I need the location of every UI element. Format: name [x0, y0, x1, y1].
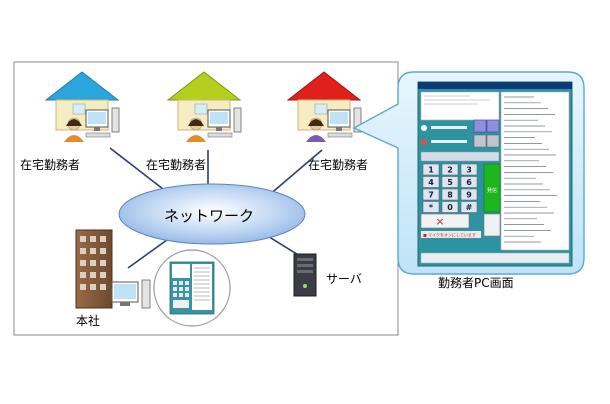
keypad-key-label: 7: [428, 191, 434, 200]
keypad-key-label: 5: [447, 178, 453, 187]
keypad-key[interactable]: [441, 176, 459, 188]
keypad: 1 2 3 4 5 6 7 8 9 * 0 #: [422, 163, 478, 213]
keypad-key-label: 0: [447, 203, 453, 212]
keypad-key[interactable]: [422, 188, 440, 201]
home-worker-2-label: 在宅勤務者: [146, 158, 207, 172]
volume-slider[interactable]: [431, 126, 467, 129]
server: [293, 253, 317, 297]
headquarters-label: 本社: [76, 314, 101, 328]
keypad-key[interactable]: [460, 201, 478, 213]
keypad-key-label: 4: [428, 178, 434, 187]
keypad-key[interactable]: [422, 176, 440, 188]
keypad-key[interactable]: [422, 163, 440, 176]
home-worker-3-label: 在宅勤務者: [308, 158, 369, 172]
keypad-key[interactable]: [441, 201, 459, 213]
keypad-key[interactable]: [460, 176, 478, 188]
contact-list: [500, 91, 570, 251]
nav-arrows: [473, 119, 500, 148]
keypad-key-label: 3: [466, 166, 472, 175]
keypad-key-label: *: [429, 203, 434, 212]
end-call-button[interactable]: [420, 213, 470, 229]
home-worker-1: [44, 71, 120, 142]
zoom-circle: [153, 249, 231, 327]
home-worker-1-label: 在宅勤務者: [20, 158, 81, 172]
keypad-key-label: 2: [447, 166, 453, 175]
side-button[interactable]: [483, 213, 501, 237]
keypad-key[interactable]: [422, 201, 440, 213]
keypad-key[interactable]: [460, 163, 478, 176]
green-call-button-label: 発信: [487, 187, 497, 194]
connection-lines: [109, 147, 323, 269]
link-home-worker-1: [109, 147, 173, 197]
link-home-worker-3: [267, 149, 323, 197]
keypad-key-label: 6: [466, 178, 472, 187]
keypad-key[interactable]: [441, 163, 459, 176]
title-bar: [418, 82, 572, 89]
keypad-key[interactable]: [441, 188, 459, 201]
dial-display: [420, 151, 500, 162]
building-icon: [75, 229, 113, 309]
home-worker-2: [166, 71, 242, 142]
keypad-key-label: 1: [428, 166, 434, 175]
green-call-button[interactable]: [483, 163, 501, 213]
end-call-button-label: ×: [435, 215, 444, 228]
callout-caption: 勤務者PC画面: [438, 276, 514, 290]
status-bar-text: ■ マイクをオンにしています: [423, 232, 476, 238]
network-label: ネットワーク: [164, 207, 255, 225]
keypad-key-label: #: [466, 203, 473, 212]
network-cloud: [118, 183, 306, 245]
keypad-key[interactable]: [460, 188, 478, 201]
softphone-window: 1 2 3 4 5 6 7 8 9 * 0 # 発信 × ■ マイクをオンにしています: [417, 81, 573, 267]
keypad-key-label: 9: [466, 191, 472, 200]
home-worker-3: [286, 71, 362, 142]
keypad-key-label: 8: [447, 191, 453, 200]
status-bar: [421, 231, 481, 238]
server-label: サーバ: [326, 272, 362, 286]
headquarters: [75, 229, 151, 309]
